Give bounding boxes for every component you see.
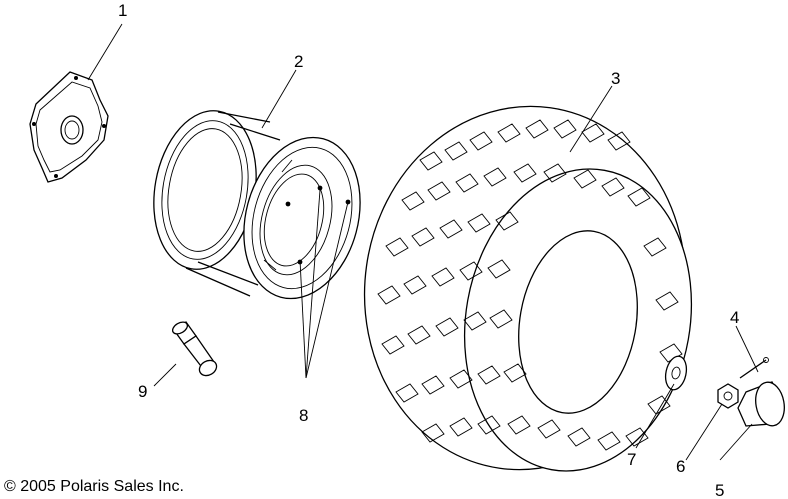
washer — [664, 355, 688, 391]
castle-nut — [717, 383, 739, 409]
callout-1: 1 — [118, 1, 128, 20]
callout-5: 5 — [715, 481, 725, 499]
cotter-pin — [739, 357, 769, 379]
callout-8: 8 — [299, 406, 309, 425]
callout-7: 7 — [627, 450, 637, 469]
hub-cap — [737, 381, 785, 427]
tire-tread — [377, 119, 683, 451]
copyright-notice: © 2005 Polaris Sales Inc. — [4, 478, 184, 495]
callout-9: 9 — [138, 382, 148, 401]
callout-2: 2 — [294, 52, 304, 71]
wheel-rim — [153, 110, 361, 300]
callout-6: 6 — [676, 457, 686, 476]
leader-lines — [87, 23, 759, 461]
valve-stem — [171, 321, 218, 377]
tire — [363, 105, 693, 472]
callout-3: 3 — [611, 69, 621, 88]
hub-plate — [29, 71, 109, 183]
callout-4: 4 — [730, 308, 740, 327]
